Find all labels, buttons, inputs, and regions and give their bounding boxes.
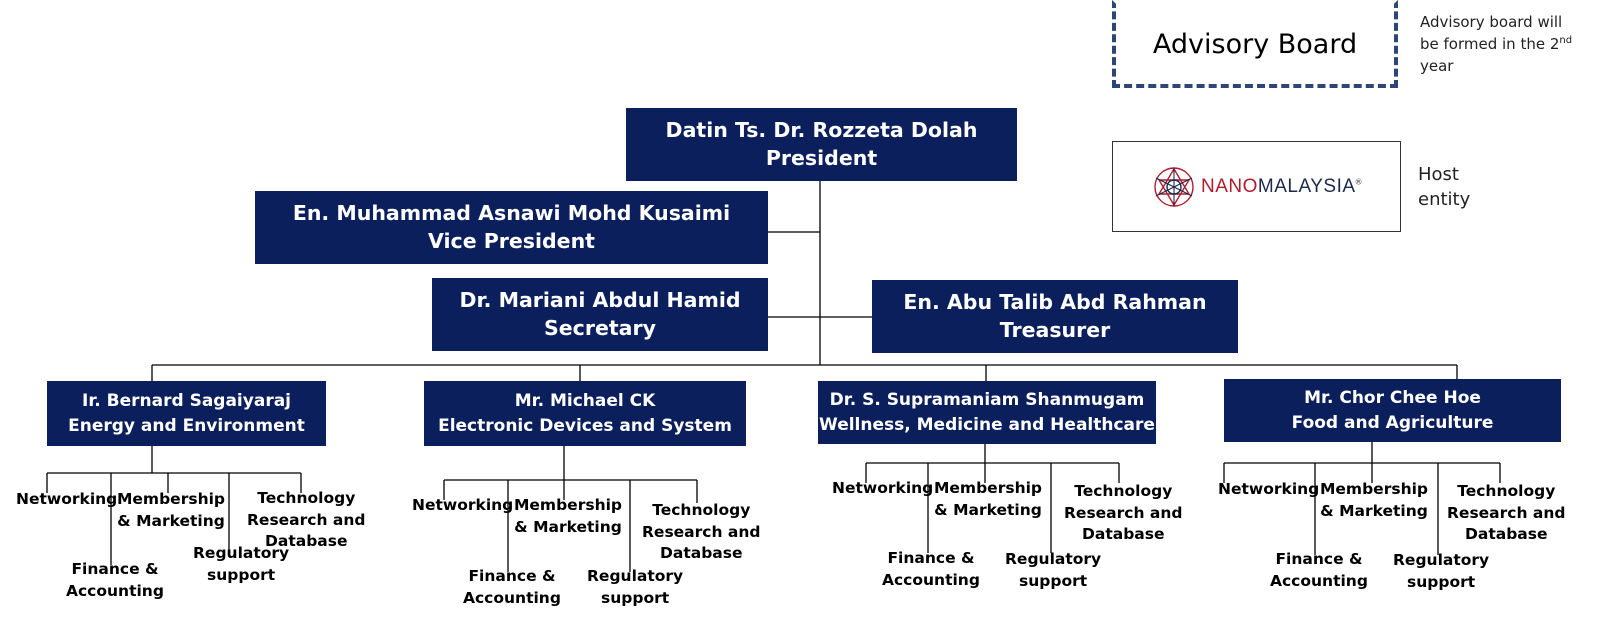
treasurer-name: En. Abu Talib Abd Rahman bbox=[903, 290, 1207, 315]
unit-membership-marketing: Membership& Marketing bbox=[514, 496, 623, 536]
host-label-line2: entity bbox=[1418, 188, 1471, 210]
advisory-board-box: Advisory Board bbox=[1112, 0, 1398, 88]
secretary-role: Secretary bbox=[544, 315, 656, 340]
division-head-name: Mr. Michael CK bbox=[514, 390, 656, 411]
unit-membership-marketing: Membership& Marketing bbox=[1320, 480, 1429, 520]
division-box-electronics: Mr. Michael CK Electronic Devices and Sy… bbox=[424, 381, 746, 446]
host-entity-label: Host entity bbox=[1418, 163, 1470, 213]
division-sector: Wellness, Medicine and Healthcare bbox=[819, 414, 1155, 435]
unit-finance-accounting: Finance &Accounting bbox=[1270, 550, 1368, 590]
division-box-wellness: Dr. S. Supramaniam Shanmugam Wellness, M… bbox=[818, 381, 1156, 444]
vice-president-name: En. Muhammad Asnawi Mohd Kusaimi bbox=[292, 201, 731, 226]
treasurer-box: En. Abu Talib Abd Rahman Treasurer bbox=[872, 280, 1238, 353]
secretary-name: Dr. Mariani Abdul Hamid bbox=[459, 288, 741, 313]
unit-finance-accounting: Finance &Accounting bbox=[66, 560, 164, 600]
advisory-note-line2: be formed in the 2 bbox=[1420, 35, 1560, 54]
unit-membership-marketing: Membership& Marketing bbox=[117, 490, 226, 530]
unit-networking: Networking bbox=[16, 490, 118, 508]
division-head-name: Dr. S. Supramaniam Shanmugam bbox=[829, 389, 1145, 410]
division-head-name: Ir. Bernard Sagaiyaraj bbox=[82, 390, 291, 411]
advisory-note-line1: Advisory board will bbox=[1420, 13, 1563, 31]
treasurer-role: Treasurer bbox=[999, 317, 1111, 342]
president-role: President bbox=[765, 145, 878, 170]
nanomalaysia-logo-box: NANOMALAYSIA® bbox=[1112, 141, 1401, 232]
nanomalaysia-wordmark: NANOMALAYSIA® bbox=[1201, 176, 1362, 198]
division-sector: Energy and Environment bbox=[68, 415, 305, 436]
logo-nano-text: NANO bbox=[1201, 175, 1258, 197]
nanomalaysia-emblem-icon bbox=[1154, 166, 1194, 207]
division-sector: Electronic Devices and System bbox=[438, 415, 732, 436]
unit-networking: Networking bbox=[832, 479, 934, 497]
unit-networking: Networking bbox=[412, 496, 514, 514]
logo-registered-mark: ® bbox=[1355, 177, 1362, 187]
advisory-note-line3: year bbox=[1420, 57, 1454, 76]
logo-malaysia-text: MALAYSIA bbox=[1257, 175, 1356, 197]
vice-president-box: En. Muhammad Asnawi Mohd Kusaimi Vice Pr… bbox=[255, 191, 768, 264]
unit-finance-accounting: Finance &Accounting bbox=[882, 549, 980, 589]
unit-finance-accounting: Finance &Accounting bbox=[463, 567, 561, 607]
division-sector: Food and Agriculture bbox=[1291, 412, 1494, 433]
secretary-box: Dr. Mariani Abdul Hamid Secretary bbox=[432, 278, 768, 351]
vice-president-role: Vice President bbox=[428, 228, 595, 253]
host-label-line1: Host bbox=[1418, 164, 1459, 185]
advisory-board-note: Advisory board will be formed in the 2nd… bbox=[1420, 11, 1572, 78]
division-box-food: Mr. Chor Chee Hoe Food and Agriculture bbox=[1224, 379, 1561, 442]
advisory-board-label: Advisory Board bbox=[1152, 28, 1358, 60]
division-box-energy: Ir. Bernard Sagaiyaraj Energy and Enviro… bbox=[47, 381, 326, 446]
unit-networking: Networking bbox=[1218, 480, 1320, 498]
unit-membership-marketing: Membership& Marketing bbox=[934, 479, 1043, 519]
president-name: Datin Ts. Dr. Rozzeta Dolah bbox=[665, 118, 978, 143]
advisory-note-superscript: nd bbox=[1559, 35, 1573, 47]
division-head-name: Mr. Chor Chee Hoe bbox=[1304, 387, 1481, 408]
president-box: Datin Ts. Dr. Rozzeta Dolah President bbox=[626, 108, 1017, 181]
